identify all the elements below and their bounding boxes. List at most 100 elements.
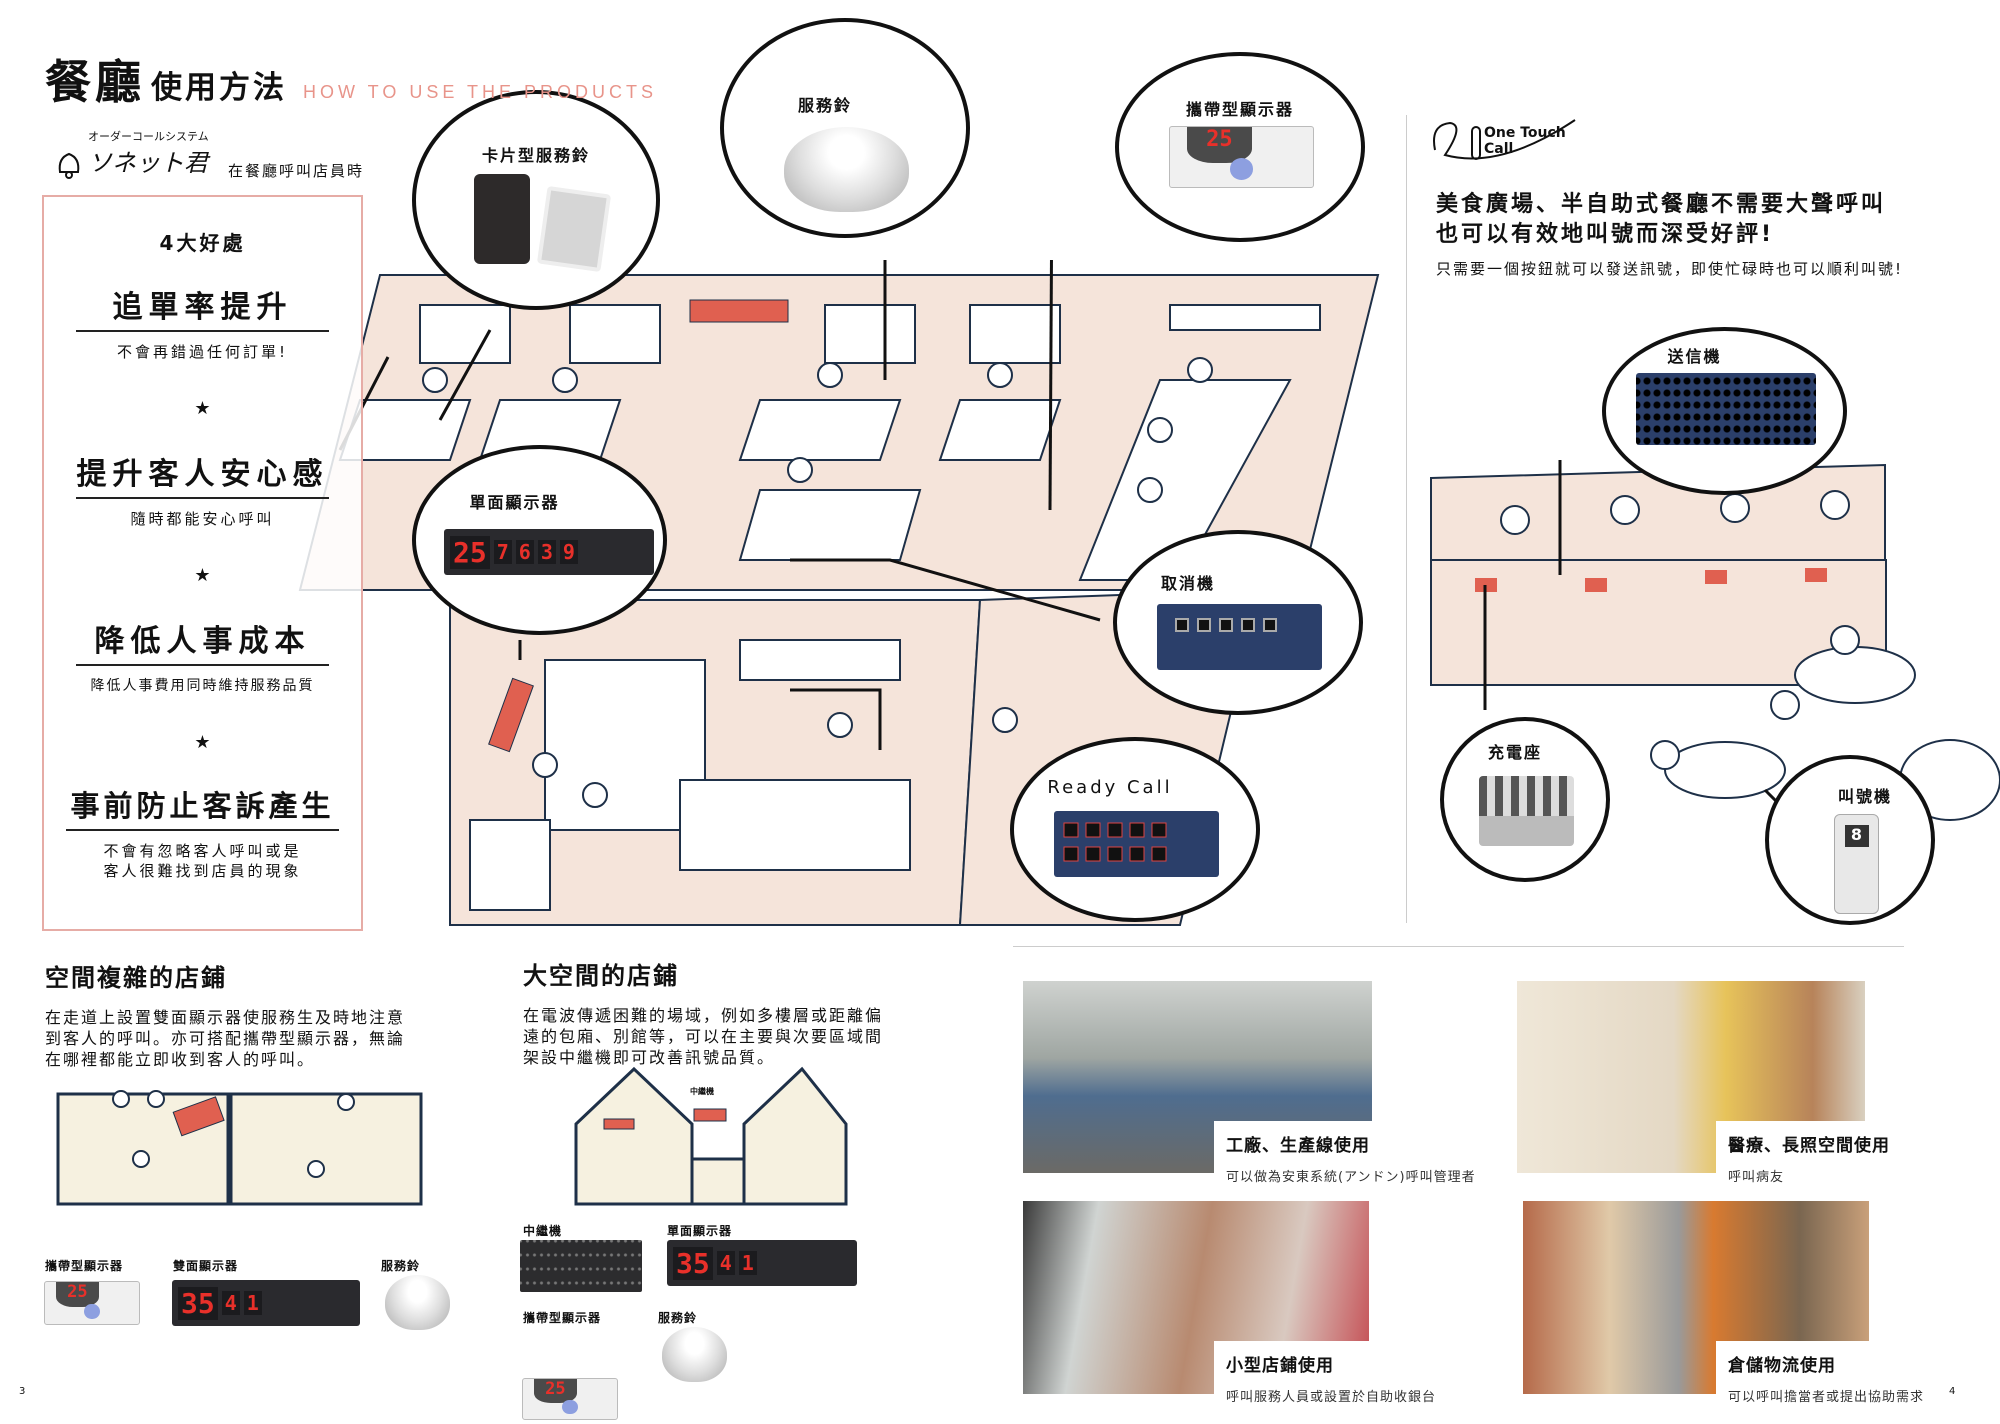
benefit-desc-line: 客人很難找到店員的現象	[103, 862, 302, 880]
callout-cancel-unit: 取消機	[1113, 530, 1363, 715]
display-button	[84, 1303, 100, 1319]
callout-portable-display: 攜帶型顯示器 25	[1115, 52, 1365, 242]
benefit-desc-line: 不會有忽略客人呼叫或是	[103, 842, 302, 860]
logo-text: One Touch Call	[1484, 125, 1566, 157]
benefits-panel: 4大好處 追單率提升 不會再錯過任何訂單! ★ 提升客人安心感 隨時都能安心呼叫…	[42, 195, 363, 931]
portable-display-value: 25	[56, 1282, 99, 1308]
product-label: 攜帶型顯示器	[523, 1311, 602, 1325]
food-court-illustration	[1430, 460, 2000, 842]
use-case-caption: 工廠、生產線使用 可以做為安東系統(アンドン)呼叫管理者	[1214, 1121, 1514, 1185]
ready-call-image	[1054, 811, 1219, 877]
callout-service-bell: 服務鈴	[720, 18, 970, 238]
callout-single-display: 單面顯示器 25 7 6 3 9	[412, 445, 667, 635]
use-case-title: 倉儲物流使用	[1728, 1356, 1836, 1376]
led-digit: 7	[493, 540, 512, 564]
portable-display-value: 25	[534, 1379, 577, 1403]
led-digit: 4	[716, 1251, 735, 1275]
callout-card-bell: 卡片型服務鈴	[412, 90, 660, 310]
led-digit: 4	[221, 1291, 240, 1315]
one-touch-call-logo: One Touch Call	[1430, 115, 1580, 167]
callout-label: Ready Call	[1047, 777, 1173, 798]
double-display-image: 35 4 1	[172, 1280, 360, 1326]
horizontal-divider	[1013, 946, 1904, 947]
star-icon: ★	[194, 565, 211, 586]
portable-display-image: 25	[522, 1378, 618, 1420]
service-bell-image	[385, 1275, 450, 1330]
sonetto-logo: オーダーコールシステム ソネット君	[52, 128, 217, 183]
card-bell-image	[536, 185, 612, 273]
single-display-image: 35 4 1	[667, 1240, 857, 1286]
text-line: 到客人的呼叫。亦可搭配攜帶型顯示器，無論	[45, 1029, 406, 1048]
use-case-caption: 醫療、長照空間使用 呼叫病友	[1716, 1121, 1916, 1185]
logo-text: ソネット君	[88, 149, 208, 177]
led-digit: 25	[450, 535, 490, 569]
use-case-caption: 倉儲物流使用 可以呼叫擔當者或提出協助需求	[1716, 1341, 1946, 1405]
portable-display-image: 25	[1169, 126, 1314, 188]
one-touch-headline: 美食廣場、半自助式餐廳不需要大聲呼叫 也可以有效地叫號而深受好評!	[1436, 190, 1886, 250]
transmitter-image	[1636, 373, 1816, 445]
benefit-item: 提升客人安心感 隨時都能安心呼叫	[44, 449, 361, 529]
text-line: 在電波傳遞困難的場域，例如多樓層或距離偏	[523, 1006, 884, 1025]
benefit-heading: 降低人事成本	[76, 616, 329, 666]
callout-label: 充電座	[1487, 743, 1542, 762]
pager-value: 8	[1844, 825, 1869, 847]
product-label: 單面顯示器	[667, 1224, 733, 1238]
text-line: 遠的包廂、別館等，可以在主要與次要區域間	[523, 1027, 884, 1046]
use-case-desc: 呼叫服務人員或設置於自助收銀台	[1226, 1390, 1437, 1405]
use-case-desc: 可以呼叫擔當者或提出協助需求	[1728, 1390, 1925, 1405]
use-case-caption: 小型店鋪使用 呼叫服務人員或設置於自助收銀台	[1214, 1341, 1474, 1405]
text-line: 架設中繼機即可改善訊號品質。	[523, 1048, 776, 1067]
led-digit: 6	[515, 540, 534, 564]
callout-label: 服務鈴	[797, 96, 852, 115]
callout-transmitter: 送信機	[1602, 327, 1847, 495]
portable-display-value: 25	[1187, 127, 1252, 163]
use-case-desc: 可以做為安東系統(アンドン)呼叫管理者	[1226, 1170, 1476, 1185]
page-number-right: 4	[1949, 1386, 1956, 1397]
headline-line: 美食廣場、半自助式餐廳不需要大聲呼叫	[1436, 192, 1887, 217]
section-text: 在電波傳遞困難的場域，例如多樓層或距離偏 遠的包廂、別館等，可以在主要與次要區域…	[523, 1005, 923, 1068]
benefit-heading: 提升客人安心感	[76, 449, 329, 499]
benefits-title: 4大好處	[159, 231, 246, 255]
product-label: 服務鈴	[381, 1259, 421, 1273]
page-title-main: 餐廳	[45, 55, 145, 109]
single-display-image: 25 7 6 3 9	[444, 529, 654, 575]
callout-label: 攜帶型顯示器	[1185, 100, 1294, 119]
callout-label: 單面顯示器	[469, 493, 560, 512]
diagram-label: 中繼機	[690, 1087, 714, 1096]
large-store-diagram	[574, 1066, 848, 1206]
bell-icon	[58, 152, 80, 179]
led-digit: 1	[738, 1251, 757, 1275]
callout-ready-call: Ready Call	[1010, 737, 1260, 922]
callout-label: 卡片型服務鈴	[481, 146, 590, 165]
led-digit: 3	[537, 540, 556, 564]
logo-tagline: オーダーコールシステム	[88, 130, 209, 143]
complex-store-section: 空間複雜的店鋪 在走道上設置雙面顯示器使服務生及時地注意 到客人的呼叫。亦可搭配…	[45, 958, 445, 1070]
callout-label: 取消機	[1160, 574, 1215, 593]
page-header: 餐廳 使用方法 HOW TO USE THE PRODUCTS	[45, 46, 657, 112]
section-text: 在走道上設置雙面顯示器使服務生及時地注意 到客人的呼叫。亦可搭配攜帶型顯示器，無…	[45, 1007, 445, 1070]
led-digit: 35	[178, 1286, 218, 1320]
callout-charger: 充電座	[1440, 717, 1610, 882]
led-digit: 9	[559, 540, 578, 564]
page-title-en: HOW TO USE THE PRODUCTS	[303, 82, 658, 102]
hand-touch-icon	[1433, 119, 1576, 160]
product-label: 中繼機	[523, 1224, 563, 1238]
led-digit: 1	[243, 1291, 262, 1315]
callout-pager: 叫號機 8	[1765, 755, 1935, 925]
product-label: 服務鈴	[658, 1311, 698, 1325]
callout-label: 叫號機	[1837, 787, 1892, 806]
benefit-desc: 隨時都能安心呼叫	[130, 510, 275, 528]
use-case-title: 小型店鋪使用	[1226, 1356, 1334, 1376]
complex-store-diagram	[56, 1090, 423, 1206]
star-icon: ★	[194, 398, 211, 419]
product-label: 攜帶型顯示器	[45, 1259, 124, 1273]
text-line: 在哪裡都能立即收到客人的呼叫。	[45, 1050, 316, 1069]
page-title-sub: 使用方法	[151, 70, 287, 106]
display-button	[562, 1399, 578, 1415]
text-line: 在走道上設置雙面顯示器使服務生及時地注意	[45, 1008, 406, 1027]
cancel-unit-image	[1157, 604, 1322, 670]
portable-display-image: 25	[44, 1281, 140, 1325]
display-button	[1230, 158, 1253, 180]
pager-image: 8	[1834, 814, 1879, 914]
card-bell-image	[474, 174, 530, 264]
